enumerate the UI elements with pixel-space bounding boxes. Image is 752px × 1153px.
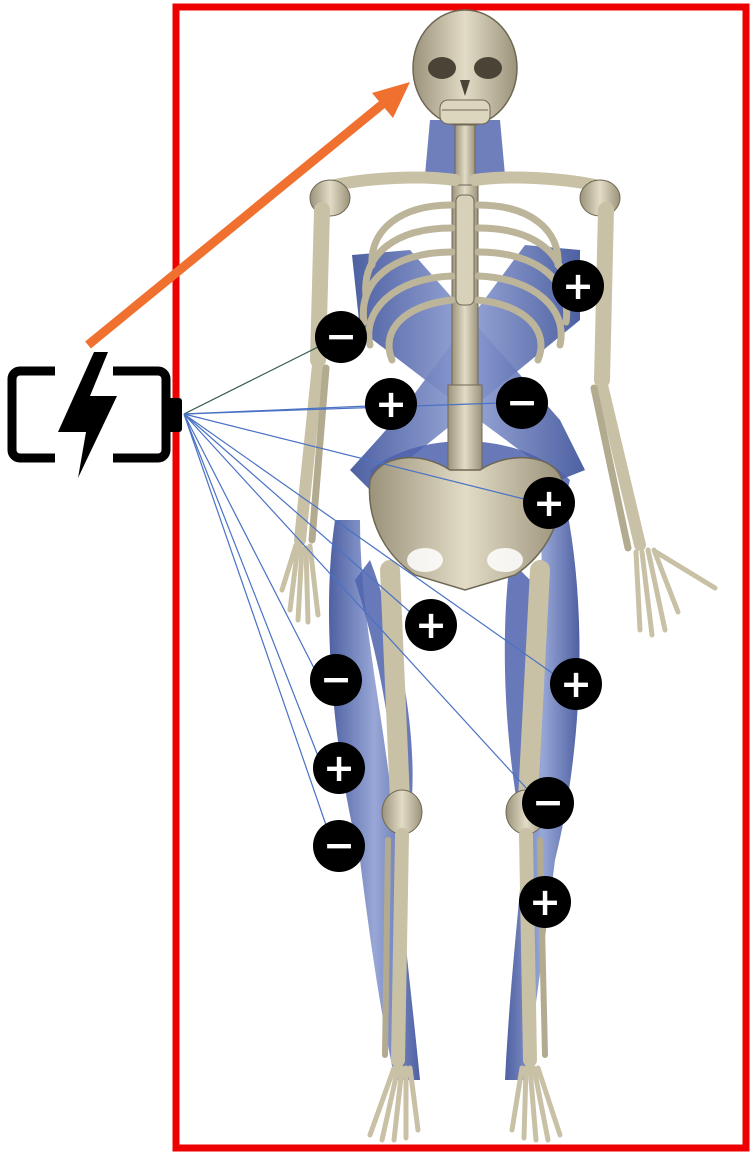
electrode-symbol: −: [506, 380, 538, 424]
electrode-left-abdomen: +: [365, 378, 417, 430]
left-knee-joint: [382, 790, 422, 834]
right-foot: [512, 1068, 560, 1140]
electrode-left-outer-thigh: −: [310, 654, 362, 706]
electrode-symbol: −: [532, 780, 564, 824]
left-tibia: [398, 835, 402, 1060]
right-clavicle: [475, 178, 595, 185]
electrode-right-calf: +: [519, 876, 571, 928]
right-tibia: [526, 835, 530, 1060]
electrode-left-knee: −: [313, 820, 365, 872]
electrode-symbol: +: [323, 746, 355, 790]
right-femur: [528, 570, 540, 800]
battery-charging-icon: [12, 352, 182, 478]
electrode-right-abdomen: −: [496, 377, 548, 429]
electrode-symbol: −: [320, 657, 352, 701]
electrode-left-upper-chest: −: [315, 311, 367, 363]
electrode-right-outer-thigh: +: [550, 658, 602, 710]
jaw: [440, 100, 490, 124]
left-fibula: [385, 840, 388, 1055]
left-obturator: [407, 548, 443, 572]
left-clavicle: [335, 178, 455, 185]
electrode-left-lower-thigh: +: [313, 742, 365, 794]
right-hand: [636, 550, 715, 635]
left-foot: [370, 1068, 418, 1140]
left-eye-socket: [428, 57, 456, 79]
electrode-right-upper-chest: +: [552, 260, 604, 312]
electrode-symbol: +: [529, 880, 561, 924]
left-hand: [282, 545, 318, 622]
right-humerus: [602, 210, 606, 380]
electrode-right-knee: −: [522, 777, 574, 829]
electrode-symbol: −: [325, 314, 357, 358]
anatomy-figure: [282, 10, 715, 1140]
right-eye-socket: [474, 57, 502, 79]
left-femur: [390, 570, 400, 800]
electrode-symbol: −: [323, 823, 355, 867]
wire-left-upper-chest: [184, 347, 318, 414]
electrode-inner-thigh: +: [405, 599, 457, 651]
electrode-symbol: +: [560, 662, 592, 706]
right-obturator: [487, 548, 523, 572]
sternum: [456, 195, 474, 305]
electrode-symbol: +: [375, 382, 407, 426]
electrode-right-hip: +: [523, 477, 575, 529]
electrode-symbol: +: [533, 481, 565, 525]
electrode-symbol: +: [415, 603, 447, 647]
electrode-symbol: +: [562, 264, 594, 308]
